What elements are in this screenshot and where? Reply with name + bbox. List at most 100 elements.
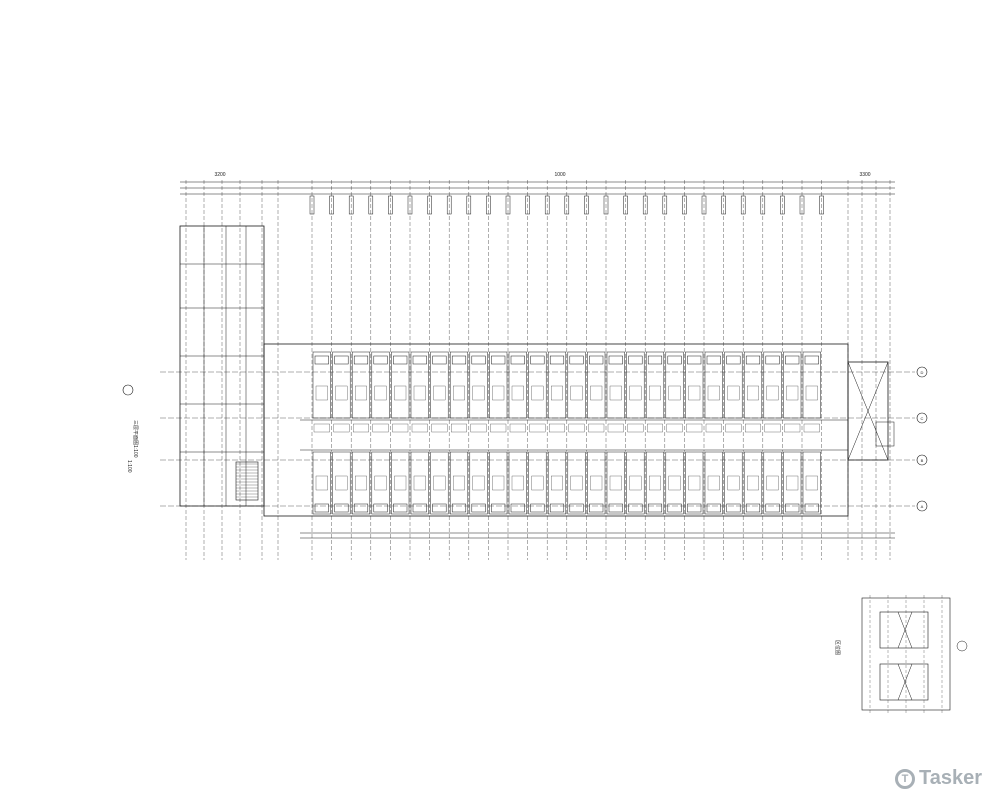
room-bed-bottom	[315, 475, 328, 491]
room-tag-top	[466, 195, 472, 215]
room-window-top	[353, 355, 369, 365]
corridor-label-box	[568, 423, 585, 433]
room-bottom	[802, 451, 821, 515]
corridor-label-box	[353, 423, 369, 433]
room-window-top	[647, 355, 663, 365]
room-window-top	[785, 355, 800, 365]
room-top	[645, 351, 665, 419]
inset-map-title: 区位图	[834, 640, 841, 655]
room-window-top	[491, 355, 506, 365]
room-bed-top	[629, 385, 642, 401]
room-bed-bottom	[492, 475, 505, 491]
room-tag-top	[623, 195, 628, 215]
room-window-bottom	[549, 503, 565, 513]
room-bed-top	[766, 385, 779, 401]
room-window-top	[745, 355, 761, 365]
room-tag-top	[525, 195, 530, 215]
room-tag-top	[642, 195, 648, 215]
corridor-label-box	[313, 423, 330, 433]
room-bottom	[763, 451, 782, 515]
room-bed-top	[335, 385, 348, 401]
room-bottom	[489, 451, 508, 515]
room-top	[665, 351, 684, 419]
room-bottom	[587, 451, 606, 515]
room-bottom	[391, 451, 410, 515]
room-bed-top	[315, 385, 328, 401]
room-top	[743, 351, 763, 419]
room-top	[489, 351, 508, 419]
room-bed-bottom	[511, 475, 524, 491]
room-bottom	[351, 451, 371, 515]
room-top	[783, 351, 802, 419]
room-top	[351, 351, 371, 419]
room-bed-top	[688, 385, 701, 401]
room-tag-top	[780, 195, 785, 215]
room-bed-top	[511, 385, 524, 401]
room-window-bottom	[530, 503, 545, 513]
corridor-label-box	[509, 423, 526, 433]
grid-axis-bubbles: D C B A	[916, 366, 928, 512]
inset-block	[879, 611, 929, 649]
right-core-room	[875, 421, 895, 447]
watermark-text: Tasker	[918, 767, 982, 789]
room-bed-bottom	[707, 475, 720, 491]
room-bottom	[449, 451, 469, 515]
room-bed-top	[727, 385, 740, 401]
room-window-bottom	[334, 503, 349, 513]
room-bottom	[783, 451, 802, 515]
grid-bubble-c-label: C	[921, 416, 924, 421]
grid-bubble-b-label: B	[921, 458, 924, 463]
room-window-top	[687, 355, 702, 365]
room-bottom	[371, 451, 390, 515]
room-tag-top	[760, 195, 766, 215]
room-window-top	[804, 355, 819, 365]
room-window-bottom	[726, 503, 741, 513]
room-window-top	[549, 355, 565, 365]
room-top	[763, 351, 782, 419]
grid-bubble-c	[916, 412, 928, 424]
corridor-label-box	[705, 423, 722, 433]
room-bottom	[743, 451, 763, 515]
room-top	[469, 351, 488, 419]
north-arrow-icon	[122, 384, 134, 396]
room-tag-top	[329, 195, 334, 215]
room-window-bottom	[765, 503, 780, 513]
room-bed-bottom	[570, 475, 583, 491]
corridor-label-box	[333, 423, 350, 433]
room-window-top	[373, 355, 388, 365]
room-bottom	[704, 451, 723, 515]
grid-bubble-d-label: D	[921, 370, 924, 375]
room-bottom	[508, 451, 527, 515]
room-window-bottom	[314, 503, 329, 513]
grid-bubble-a	[916, 500, 928, 512]
left-title-block: 三层平面图1:100 1:100	[122, 384, 138, 473]
grid-bubble-b	[916, 454, 928, 466]
room-tag-top	[486, 195, 491, 215]
room-window-bottom	[706, 503, 721, 513]
room-tag-top	[603, 195, 609, 215]
room-tag-top	[309, 195, 315, 215]
room-tag-top	[584, 195, 589, 215]
room-window-top	[628, 355, 643, 365]
room-window-top	[451, 355, 467, 365]
overall-dim-middle: 1000	[554, 172, 565, 178]
room-tag-top	[544, 195, 550, 215]
corridor-label-box	[666, 423, 683, 433]
room-bed-bottom	[413, 475, 426, 491]
room-tag-top	[721, 195, 726, 215]
room-window-top	[314, 355, 329, 365]
room-top	[332, 351, 351, 419]
corridor-label-box	[725, 423, 742, 433]
room-bed-bottom	[786, 475, 799, 491]
room-bed-top	[355, 385, 367, 401]
room-tag-top	[368, 195, 374, 215]
room-tag-top	[819, 195, 824, 215]
room-window-bottom	[745, 503, 761, 513]
inset-block	[879, 663, 929, 701]
room-top	[391, 351, 410, 419]
room-tag-top	[446, 195, 452, 215]
overall-dim-right: 3300	[859, 172, 870, 178]
room-bottom	[469, 451, 488, 515]
room-window-top	[471, 355, 486, 365]
